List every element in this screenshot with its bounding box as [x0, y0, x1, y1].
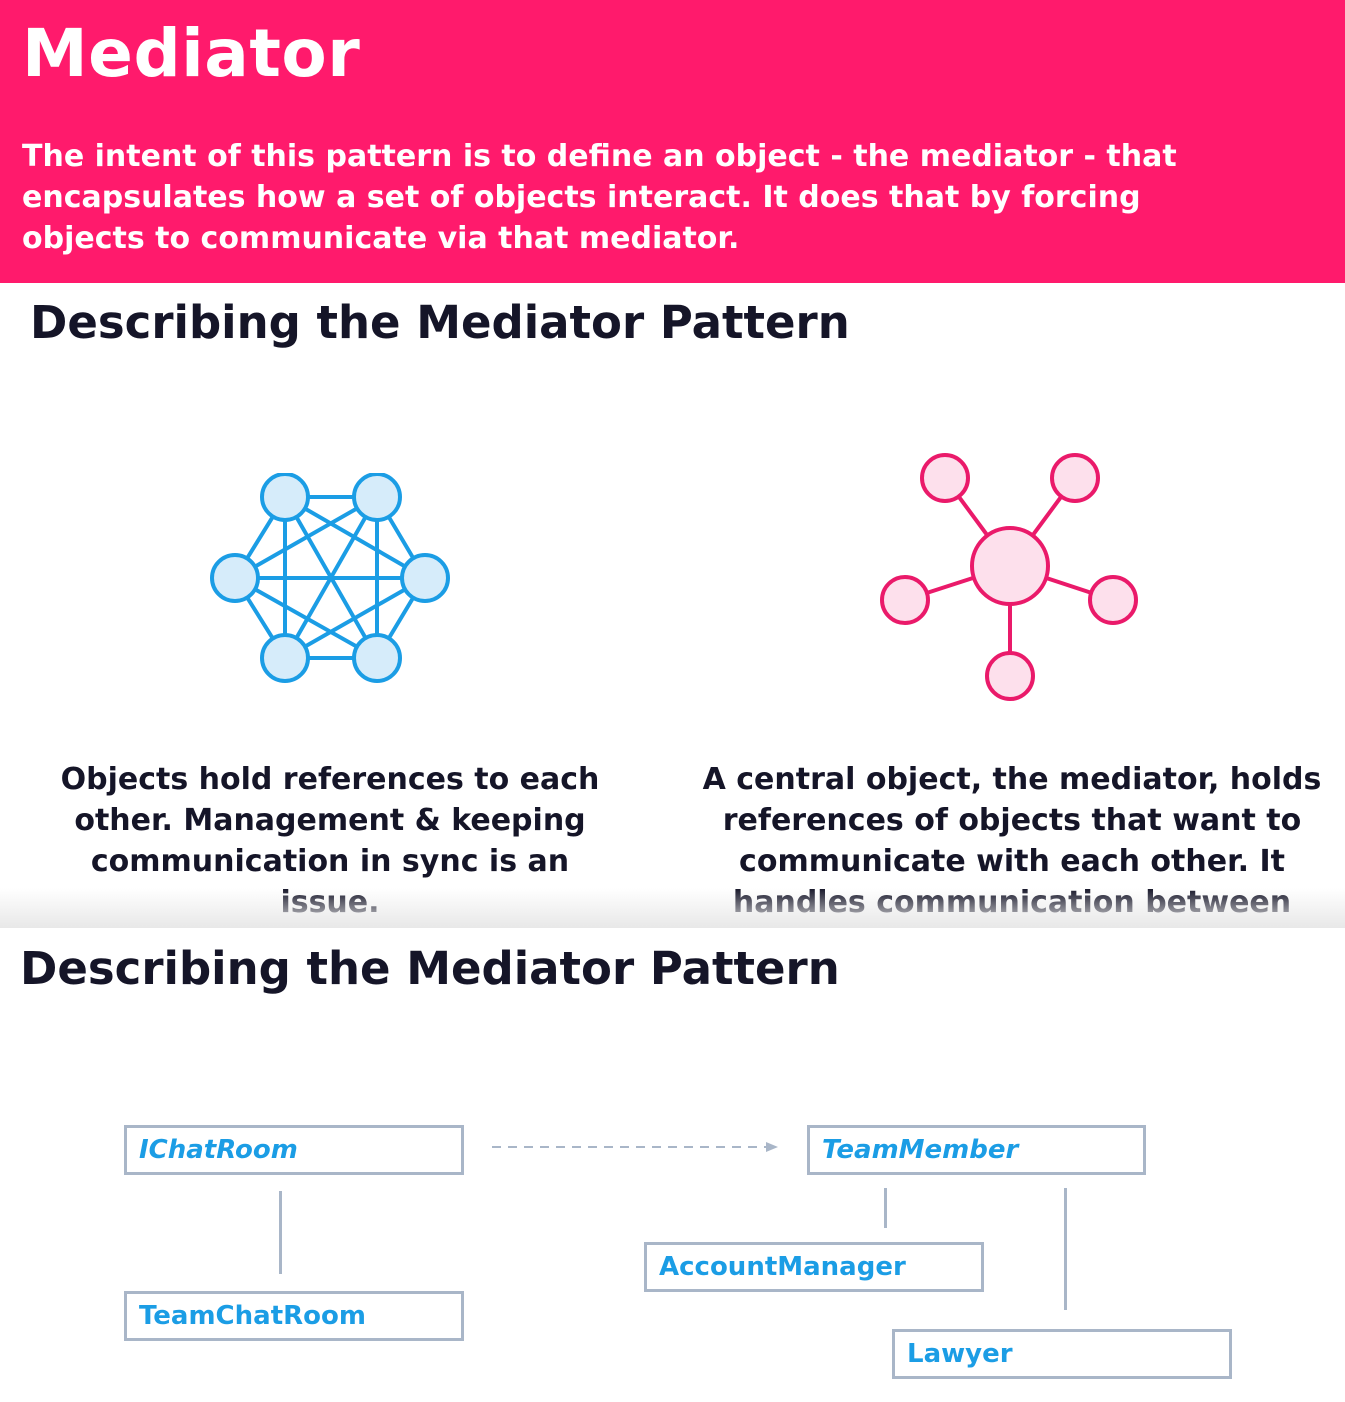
ichatroom-label: IChatRoom	[139, 1135, 298, 1165]
hub-network-icon	[880, 453, 1138, 701]
ichatroom-class-box: IChatRoom	[124, 1125, 464, 1175]
intent-text: The intent of this pattern is to define …	[22, 139, 1177, 256]
slide-mesh-vs-hub: Describing the Mediator Pattern	[0, 283, 1345, 961]
mesh-caption: Objects hold references to each other. M…	[60, 762, 600, 920]
teamchatroom-class-box: TeamChatRoom	[124, 1291, 464, 1341]
dependency-arrow	[492, 1142, 778, 1152]
page-title: Mediator	[22, 15, 361, 92]
mesh-network-icon	[210, 473, 450, 683]
slide1-title: Describing the Mediator Pattern	[30, 296, 850, 349]
slide2-title: Describing the Mediator Pattern	[20, 942, 840, 995]
lawyer-label: Lawyer	[907, 1339, 1013, 1369]
slide-class-diagram: Describing the Mediator Pattern IChatRoo…	[0, 928, 1345, 1402]
header-banner: Mediator The intent of this pattern is t…	[0, 0, 1345, 283]
lawyer-class-box: Lawyer	[892, 1329, 1232, 1379]
teammember-class-box: TeamMember	[807, 1125, 1146, 1175]
accountmanager-label: AccountManager	[659, 1252, 906, 1282]
teamchatroom-label: TeamChatRoom	[139, 1301, 366, 1331]
ichatroom-teamchatroom-connector	[279, 1191, 282, 1274]
teammember-lawyer-connector	[1064, 1188, 1067, 1310]
teammember-accountmanager-connector	[884, 1188, 887, 1228]
teammember-label: TeamMember	[822, 1135, 1019, 1165]
accountmanager-class-box: AccountManager	[644, 1242, 984, 1292]
